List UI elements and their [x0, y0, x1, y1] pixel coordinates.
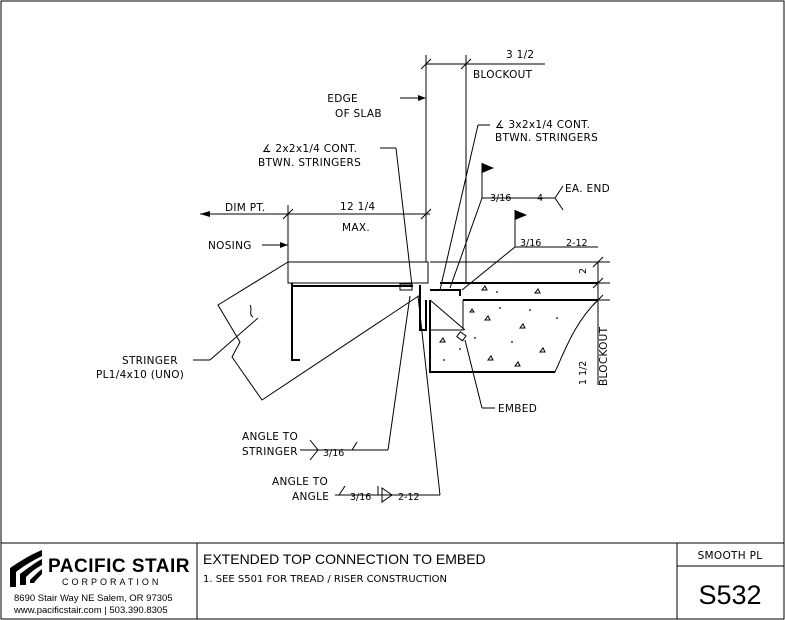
dim-1-1-2: 1 1/2: [578, 361, 589, 385]
label-edge-of-slab-2: OF SLAB: [335, 108, 382, 120]
concrete-slab: [429, 262, 599, 373]
label-edge-of-slab-1: EDGE: [327, 93, 358, 105]
company-subtitle: CORPORATION: [62, 577, 161, 587]
label-max: MAX.: [342, 222, 370, 234]
label-stringer-1: STRINGER: [122, 355, 178, 367]
label-nosing: NOSING: [208, 240, 252, 252]
sheet-number: S532: [698, 580, 761, 610]
label-ea-end: EA. END: [565, 183, 610, 195]
label-angle-to-stringer-2: STRINGER: [242, 446, 298, 458]
label-angle-3x2-text: 3x2x1/4 CONT.: [508, 119, 590, 131]
weld-length-b: 2-12: [566, 238, 588, 249]
label-angle-2x2-text: 2x2x1/4 CONT.: [275, 143, 357, 155]
drawing-note: 1. SEE S501 FOR TREAD / RISER CONSTRUCTI…: [203, 574, 447, 585]
weld-length-d: 2-12: [398, 492, 420, 503]
label-blockout-side: BLOCKOUT: [598, 326, 610, 386]
weld-size-b: 3/16: [520, 238, 541, 249]
label-dim-pt: DIM PT.: [225, 202, 266, 214]
label-angle-2x2-line1: ∡ 2x2x1/4 CONT.: [262, 143, 357, 155]
dimension-lines: [200, 55, 610, 385]
title-block: PACIFIC STAIR CORPORATION 8690 Stair Way…: [1, 542, 784, 619]
stringer-tread: [217, 261, 467, 401]
weld-size-d: 3/16: [350, 492, 371, 503]
company-logo-icon: [10, 550, 42, 587]
label-embed: EMBED: [498, 403, 537, 415]
spec-label: SMOOTH PL: [698, 550, 763, 562]
label-angle-to-stringer-1: ANGLE TO: [242, 431, 298, 443]
label-angle-to-angle-2: ANGLE: [292, 491, 329, 503]
dim-12-1-4: 12 1/4: [340, 201, 375, 213]
company-contact: www.pacificstair.com | 503.390.8305: [13, 605, 168, 616]
label-angle-2x2-line2: BTWN. STRINGERS: [258, 157, 361, 169]
label-blockout-top: BLOCKOUT: [473, 69, 533, 81]
dim-blockout-width: 3 1/2: [506, 49, 534, 61]
company-name: PACIFIC STAIR: [48, 556, 190, 577]
company-address: 8690 Stair Way NE Salem, OR 97305: [14, 593, 173, 604]
dim-2: 2: [578, 268, 589, 274]
detail-drawing: 3 1/2 BLOCKOUT EDGE OF SLAB ∡ 3x2x1/4 CO…: [96, 49, 610, 503]
label-stringer-2: PL1/4x10 (UNO): [96, 369, 184, 381]
label-angle-3x2-line2: BTWN. STRINGERS: [495, 132, 598, 144]
drawing-title: EXTENDED TOP CONNECTION TO EMBED: [203, 551, 486, 567]
weld-size-c: 3/16: [323, 448, 344, 459]
drawing-labels: 3 1/2 BLOCKOUT EDGE OF SLAB ∡ 3x2x1/4 CO…: [96, 49, 610, 503]
leader-lines: [193, 95, 598, 503]
weld-length-ea-end: 4: [537, 193, 543, 204]
label-angle-to-angle-1: ANGLE TO: [272, 476, 328, 488]
weld-size-ea-end: 3/16: [490, 193, 511, 204]
label-angle-3x2-line1: ∡ 3x2x1/4 CONT.: [495, 119, 590, 131]
